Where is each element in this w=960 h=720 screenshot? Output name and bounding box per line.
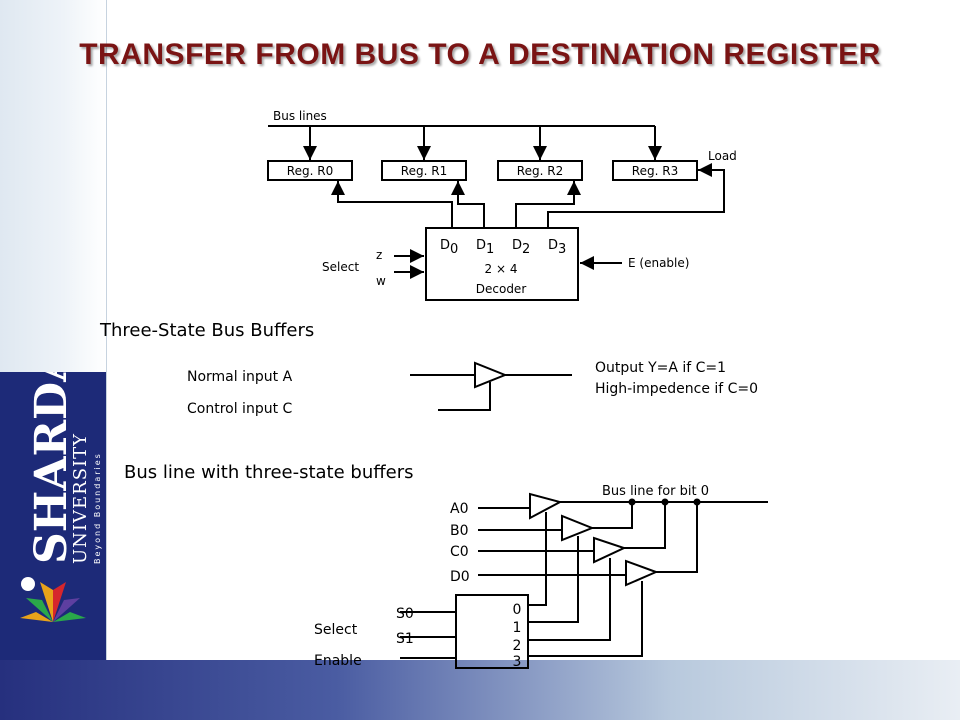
buffer-a0: [529, 492, 563, 520]
junction-dot: [661, 498, 669, 506]
control-3-wire: [528, 581, 643, 657]
select-s0-label: S0: [396, 606, 414, 622]
register-r3-label: Reg. R3: [632, 164, 678, 178]
logo-university: UNIVERSITY: [70, 433, 91, 564]
decoder-output-d1: D1: [476, 238, 494, 257]
control-input-label: Control input C: [187, 401, 293, 417]
input-b0-label: B0: [450, 523, 469, 539]
bus-junction-dots: [628, 498, 701, 506]
control-2-wire: [528, 558, 611, 641]
register-r0-box: [267, 160, 353, 181]
decoder-name-label: Decoder: [476, 282, 527, 296]
output-d0-wire: [656, 502, 698, 573]
decoder2-output-2: 2: [513, 638, 522, 654]
input-w-label: w: [376, 274, 386, 288]
buffer-b0: [561, 514, 595, 542]
logo-name: SHARDA: [26, 372, 77, 564]
normal-input-label: Normal input A: [187, 369, 293, 385]
control-1-wire: [528, 536, 579, 623]
select-decoder-box: [455, 594, 529, 669]
register-r2-box: [497, 160, 583, 181]
register-r1-box: [381, 160, 467, 181]
junction-dot: [628, 498, 636, 506]
enable-label-2: Enable: [314, 653, 362, 669]
load-label: Load: [708, 149, 737, 163]
junction-dot: [693, 498, 701, 506]
decoder2-output-1: 1: [513, 620, 522, 636]
select-s1-label: S1: [396, 631, 414, 647]
decoder-output-d0: D0: [440, 238, 458, 257]
input-a0-label: A0: [450, 501, 468, 517]
bus-buffers-heading: Bus line with three-state buffers: [124, 462, 414, 483]
university-logo: SHARDA UNIVERSITY Beyond Boundaries: [0, 347, 106, 662]
load-line-r1: [451, 181, 485, 228]
load-line-r2: [515, 181, 581, 228]
register-decoder-diagram: [267, 125, 725, 301]
input-d0-label: D0: [450, 569, 470, 585]
select-label: Select: [322, 260, 359, 274]
logo-emblem-icon: [20, 577, 86, 622]
buffer-c0: [593, 536, 627, 564]
decoder2-output-0: 0: [513, 602, 522, 618]
three-state-heading: Three-State Bus Buffers: [99, 320, 314, 341]
bus-line-bit0-label: Bus line for bit 0: [602, 484, 709, 499]
decoder-output-d3: D3: [548, 238, 566, 257]
buffer-d0: [625, 559, 659, 587]
bottom-gradient-bar: [0, 660, 960, 720]
select-label-2: Select: [314, 622, 358, 638]
decoder-output-d2: D2: [512, 238, 530, 257]
decoder2-output-3: 3: [513, 654, 522, 670]
control-0-wire: [528, 512, 547, 606]
sidebar-divider: [106, 0, 107, 720]
buffer-control-line: [438, 382, 491, 411]
logo-tagline: Beyond Boundaries: [93, 452, 102, 564]
output-b0-wire: [592, 502, 633, 529]
bus-buffer-circuit: [400, 492, 768, 669]
bus-lines-label: Bus lines: [273, 109, 327, 123]
three-state-buffer-symbol: [410, 361, 572, 411]
page-title: TRANSFER FROM BUS TO A DESTINATION REGIS…: [79, 38, 881, 71]
load-line-r3: [547, 163, 725, 228]
output-description-1: Output Y=A if C=1: [595, 360, 726, 376]
load-line-r0: [331, 181, 453, 228]
output-c0-wire: [624, 502, 666, 549]
register-r0-label: Reg. R0: [287, 164, 333, 178]
input-c0-label: C0: [450, 544, 469, 560]
buffer-triangle: [474, 361, 508, 389]
register-r3-box: [612, 160, 698, 181]
output-description-2: High-impedence if C=0: [595, 381, 758, 397]
enable-label: E (enable): [628, 256, 689, 270]
decoder-box: [425, 227, 579, 301]
register-r2-label: Reg. R2: [517, 164, 563, 178]
register-decoder-labels: Bus lines Reg. R0 Reg. R1 Reg. R2 Reg. R…: [273, 109, 737, 296]
register-r1-label: Reg. R1: [401, 164, 447, 178]
input-z-label: z: [376, 248, 382, 262]
decoder-size-label: 2 × 4: [485, 262, 518, 276]
